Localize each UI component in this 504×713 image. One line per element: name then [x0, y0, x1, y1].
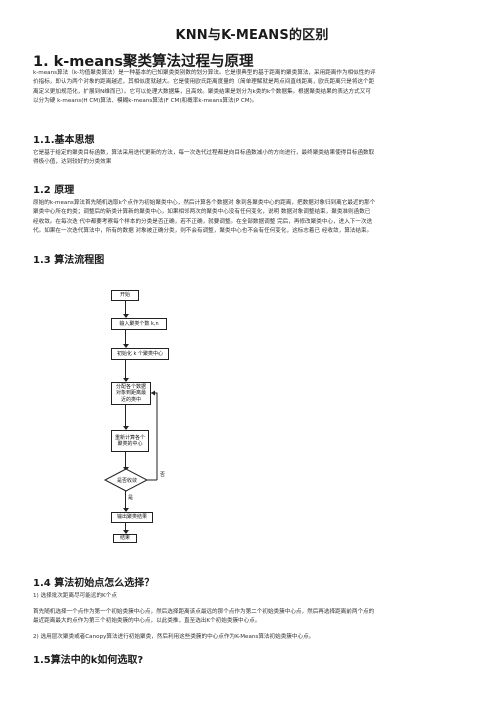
section-1-4-text-method-1: 首先随机选择一个点作为第一个初始类簇中心点，然后选择距离该点最远的那个点作为第二… [33, 608, 473, 627]
text-line: 聚类中心所在的类；调整后的新类计算新的聚类中心，如果相邻两次的聚类中心没有任何变… [33, 209, 371, 216]
text-line: 首先随机选择一个点作为第一个初始类簇中心点，然后选择距离该点最远的那个点作为第二… [33, 609, 375, 615]
section-heading-1: 1. k-means聚类算法过程与原理 [33, 54, 254, 70]
flow-assign-box: 分配各个数据对象到距离最近的类中 [111, 382, 151, 405]
flow-yes-label: 是 [128, 495, 134, 501]
section-1-4-text: 1) 选择批次距离尽可能远的K个点 [33, 592, 473, 601]
flow-recalc-box: 重新计算各个聚类的中心 [111, 430, 149, 452]
section-1-1-text: 它是基于给定的聚类目标函数，算法采用迭代更新的方法，每一次迭代过程都是向目标函数… [33, 149, 473, 168]
section-1-4-text-method-2: 2) 选用层次聚类或者Canopy算法进行初始聚类，然后利用这些类簇的中心点作为… [33, 633, 473, 642]
text-line: 离定义更加规范化，扩展到N维而已）。它可以处理大数据集，且高效。聚类结果是划分为… [33, 88, 371, 95]
flow-loop-back-line [151, 390, 158, 480]
text-line: 价指标，即认为两个对象的距离越近，其相似度就越大。它是使用欧氏距离度量的（简单理… [33, 79, 375, 86]
kmeans-flowchart: 开始 输入聚类个数 k,n 初始化 k 个聚类中心 分配各个数据对象到距离最近的… [99, 288, 219, 543]
flow-input-box: 输入聚类个数 k,n [111, 318, 167, 330]
text-line: 原始的k-means算法首先随机选取k个点作为初始聚类中心，然后计算各个数据对 … [33, 200, 376, 206]
flow-arrow [122, 301, 129, 318]
section-heading-1-3: 1.3 算法流程图 [33, 255, 105, 266]
text-line: 以分为硬 k-means(H CM)算法、模糊k-means算法(F CM)和概… [33, 98, 258, 105]
section-1-intro: k-means算法（k-均值聚类算法）是一种基本的已知聚类类别数的划分算法。它是… [33, 69, 473, 107]
text-line: 1) 选择批次距离尽可能远的K个点 [33, 593, 117, 599]
flow-start-box: 开始 [111, 290, 139, 301]
flow-arrow [122, 523, 129, 534]
section-heading-1-1: 1.1.基本思想 [33, 135, 95, 146]
flow-end-box: 结束 [113, 534, 137, 543]
flow-arrow [122, 330, 129, 348]
text-line: 最近距离最大的点作为第三个初始类簇的中心点，以此类推，直至选出K个初始类簇中心点… [33, 618, 261, 625]
document-title: KNN与K-MEANS的区别 [175, 28, 329, 43]
text-line: 代。如果在一次迭代算法中，所有的数据 对象被正确分类，则不会有调整，聚类中心也不… [33, 228, 373, 235]
section-heading-1-4: 1.4 算法初始点怎么选择？ [33, 578, 155, 589]
text-line: k-means算法（k-均值聚类算法）是一种基本的已知聚类类别数的划分算法。它是… [33, 70, 376, 76]
flow-arrow [122, 360, 129, 382]
text-line: 它是基于给定的聚类目标函数，算法采用迭代更新的方法，每一次迭代过程都是向目标函数… [33, 150, 375, 156]
flow-decision-label: 是否收敛 [116, 478, 137, 484]
flow-no-label: 否 [160, 472, 166, 478]
flow-output-box: 输出聚类结果 [111, 512, 153, 523]
text-line: 2) 选用层次聚类或者Canopy算法进行初始聚类，然后利用这些类簇的中心点作为… [33, 634, 315, 640]
section-1-2-text: 原始的k-means算法首先随机选取k个点作为初始聚类中心，然后计算各个数据对 … [33, 199, 473, 237]
text-line: 得极小值，达到较好的分类效果 [33, 159, 112, 166]
text-line: 经收敛。在每次迭 代中都要考察每个样本的分类是否正确，若不正确，就要调整。在全部… [33, 218, 373, 225]
flow-decision-diamond [103, 468, 157, 492]
section-heading-1-5: 1.5算法中的k如何选取? [33, 655, 144, 666]
flow-arrow [122, 491, 129, 512]
flow-init-box: 初始化 k 个聚类中心 [111, 348, 169, 360]
flow-arrow [122, 405, 129, 430]
section-heading-1-2: 1.2 原理 [33, 185, 75, 196]
